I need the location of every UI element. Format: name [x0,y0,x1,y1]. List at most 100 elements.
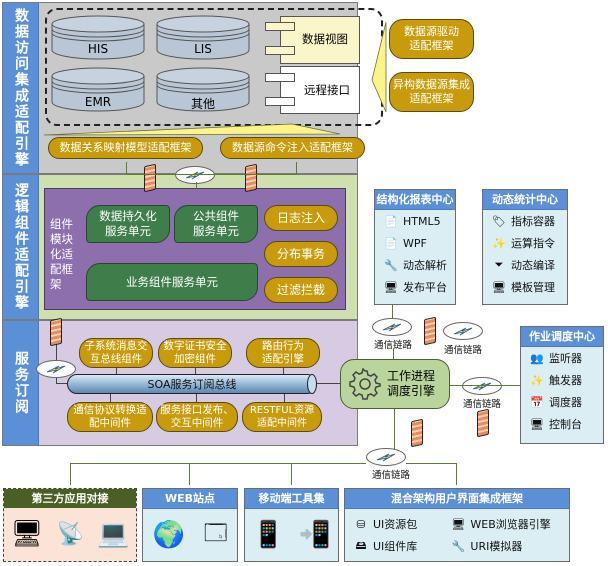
cloud-link-icon [443,322,483,340]
panel-item: 👥监听器 [521,347,603,369]
log-injection: 日志注入 [264,205,338,231]
connector-line [126,174,296,175]
database-label: 其他 [190,97,215,111]
panel-item: ⛁UI资源包 [345,513,442,535]
protocol-middleware: 通信协议转换适 配中间件 [67,402,153,432]
panel-item: 🖥WEB浏览器引擎 [442,513,569,535]
connector-line [126,162,127,175]
panel-title: 混合架构用户界面集成框架 [345,489,569,509]
bus-connector [110,392,111,402]
document-icon: 📄 [384,236,398,250]
stats-center-panel: 动态统计中心 🏷指标容器 ✨运算指令 ⏷动态编译 🖥模板管理 [482,189,568,305]
cloud-link-icon [36,360,76,378]
job-center-panel: 作业调度中心 👥监听器 ✨触发器 📅调度器 🖥控制台 [520,326,604,444]
panel-item: 🔧动态解析 [375,254,455,276]
bus-left-line [56,383,68,384]
gear-icon [349,368,381,400]
module-frame-label: 组件 模块 化适 配框 架 [50,217,73,291]
cloud-link-icon [372,318,412,336]
logic-layer-label: 逻辑组件适配引擎 [3,175,39,319]
component-port [265,73,295,82]
connector-line [291,463,292,485]
service-layer-label: 服务订阅 [3,321,39,445]
connector-line [450,385,520,386]
tablet-icon: 📱 [252,520,285,550]
link-label: 通信链路 [372,470,411,481]
connector-line [70,463,366,464]
firewall-icon [245,163,257,193]
bus-connector [196,392,197,402]
report-center-panel: 结构化报表中心 📄HTML5 📄WPF 🔧动态解析 🖥发布平台 [374,189,456,305]
data-access-layer-label: 数据访问集成适配引擎 [3,3,39,173]
database-icon: ⛁ [356,517,366,531]
interface-publish-middleware: 服务接口发布、 交互中间件 [156,402,238,432]
command-injection-framework: 数据源命令注入适配框架 [220,137,365,159]
component-port [265,22,295,31]
job-scheduling-engine: 工作进程 调度引擎 [340,359,450,409]
document-icon: 📄 [384,214,398,228]
soa-service-bus: SOA服务订阅总线 [67,374,317,394]
business-service-unit: 业务组件服务单元 [86,263,258,301]
database-lis [156,15,250,60]
connector-line [392,305,393,319]
heterogeneous-source-framework: 异构数据源集成 适配框架 [389,72,474,112]
panel-title: 移动端工具集 [245,489,338,509]
panel-item: 📄HTML5 [375,210,455,232]
bus-left-line [56,333,57,383]
yellow-funnel-bottom [43,123,341,136]
pda-icon: 📲 [298,520,331,550]
engine-label: 工作进程 调度引擎 [387,369,436,398]
filter-intercept: 过滤拦截 [264,277,338,303]
restful-middleware: RESTFUL资源 适配中间件 [242,402,322,432]
panel-title: 结构化报表中心 [375,190,455,210]
database-label: HIS [87,42,109,56]
antenna-icon: 📡 [56,521,85,547]
cloud-link-icon [366,448,406,466]
yellow-funnel-side [371,21,387,113]
routing-engine: 路由行为 适配引擎 [246,338,320,368]
globe-icon: 🌍 [152,520,185,550]
funnel-icon: ⏷ [494,258,504,271]
connector-line [456,463,457,485]
firewall-icon [50,317,62,347]
panel-item: 📅调度器 [521,391,603,413]
desktop-computer-icon: 🖥 [10,519,44,549]
panel-title: WEB站点 [143,489,237,509]
users-icon: 👥 [530,351,544,365]
wrench-icon: 🔧 [451,539,466,553]
database-label: LIS [194,42,212,56]
firewall-icon [411,418,423,448]
drive-icon: 🖴 [355,538,367,552]
panel-item: 🖴UI组件库 [345,535,442,557]
bus-connector [195,368,196,376]
connector-line [189,463,190,485]
panel-title: 动态统计中心 [483,190,567,210]
soa-bus-label: SOA服务订阅总线 [147,378,237,391]
panel-item: ✨运算指令 [483,232,567,254]
cloud-link-icon [462,377,502,395]
panel-item: 🖥模板管理 [483,276,567,298]
component-port [265,97,295,106]
connector-line [70,463,71,485]
calendar-icon: 📅 [530,395,544,409]
connector-line [406,463,456,464]
firewall-icon [424,316,436,346]
panel-item: 🏷指标容器 [483,210,567,232]
panel-item: 🖥发布平台 [375,276,455,298]
firewall-icon [144,163,156,193]
common-service-unit: 公共组件 服务单元 [174,205,258,243]
orm-framework: 数据关系映射模型适配框架 [48,137,203,159]
cert-security-component: 数字证书安全 加密组件 [158,338,232,368]
component-port [265,46,295,55]
connector-line [393,348,394,359]
third-party-panel: 第三方应用对接 🖥 📡 💻 [3,488,137,562]
persistence-service-unit: 数据持久化 服务单元 [86,205,170,243]
component-label: 远程接口 [304,83,350,97]
panel-item: ⏷动态编译 [483,254,567,276]
panel-item: 📄WPF [375,232,455,254]
message-bus-component: 子系统消息交 互总线组件 [79,338,153,368]
magic-wand-icon: ✨ [492,236,506,250]
tag-icon: 🏷 [492,214,506,228]
hybrid-ui-framework-panel: 混合架构用户界面集成框架 ⛁UI资源包 🖥WEB浏览器引擎 🖴UI组件库 🔧UR… [344,488,570,562]
bus-connector [283,368,284,376]
